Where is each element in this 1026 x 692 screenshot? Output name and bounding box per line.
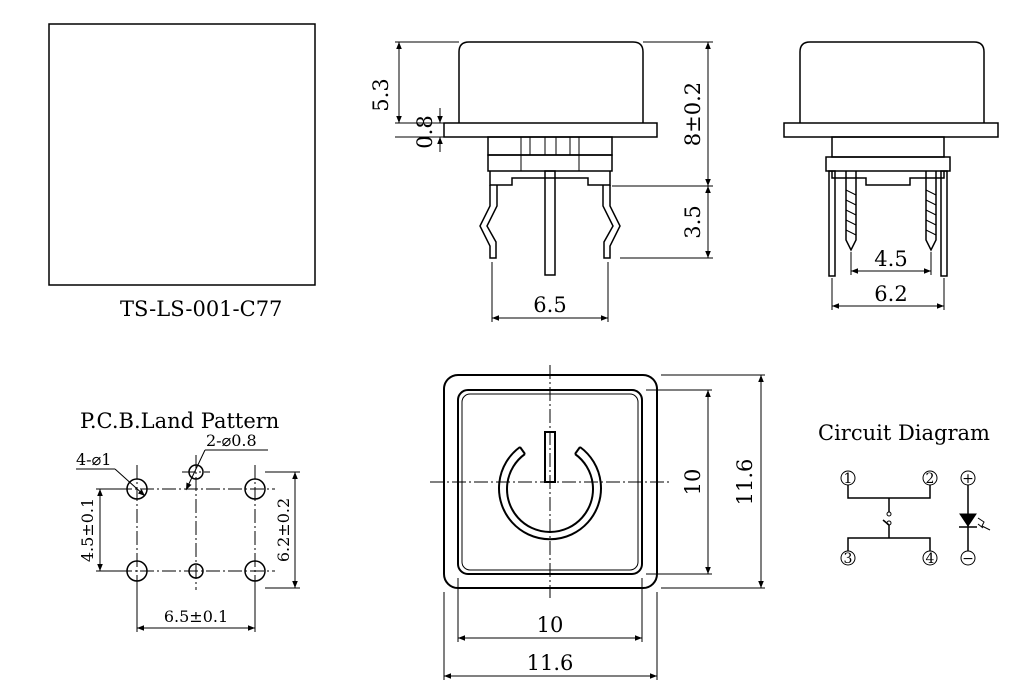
dim-top-inner-width: 10 <box>537 613 564 637</box>
land-pattern-title: P.C.B.Land Pattern <box>80 409 279 433</box>
land-pattern <box>76 449 300 632</box>
part-number: TS-LS-001-C77 <box>120 297 282 321</box>
dim-land-vertical-right: 6.2±0.2 <box>274 498 293 562</box>
led-minus: − <box>962 551 974 567</box>
led-plus: + <box>962 471 974 487</box>
dim-top-inner-height: 10 <box>681 469 705 496</box>
top-view <box>430 365 765 680</box>
dim-total-height: 8±0.2 <box>681 82 705 146</box>
dim-top-outer-width: 11.6 <box>527 651 574 675</box>
circuit-pin-4: 4 <box>926 551 935 567</box>
dim-land-horizontal: 6.5±0.1 <box>164 607 228 626</box>
circuit-pin-1: 1 <box>844 471 853 487</box>
circuit-pin-3: 3 <box>844 551 853 567</box>
dim-pin-length: 3.5 <box>681 205 705 238</box>
led-icon <box>959 513 977 527</box>
dim-outer-span: 6.2 <box>874 282 907 306</box>
circuit-pin-2: 2 <box>926 471 935 487</box>
power-icon <box>498 446 602 541</box>
dim-pin-span: 6.5 <box>533 293 566 317</box>
label-hole-small: 2-⌀0.8 <box>206 431 257 450</box>
circuit-title: Circuit Diagram <box>818 421 990 445</box>
dim-cap-height: 5.3 <box>369 78 393 111</box>
dim-inner-span: 4.5 <box>874 247 907 271</box>
dim-land-vertical-left: 4.5±0.1 <box>78 498 97 562</box>
circuit-diagram <box>840 470 991 566</box>
side-view <box>783 41 999 310</box>
dim-flange: 0.8 <box>413 115 437 148</box>
label-hole-large: 4-⌀1 <box>76 450 111 469</box>
front-view <box>395 41 713 322</box>
dim-top-outer-height: 11.6 <box>733 459 757 506</box>
product-image-box <box>48 23 316 286</box>
